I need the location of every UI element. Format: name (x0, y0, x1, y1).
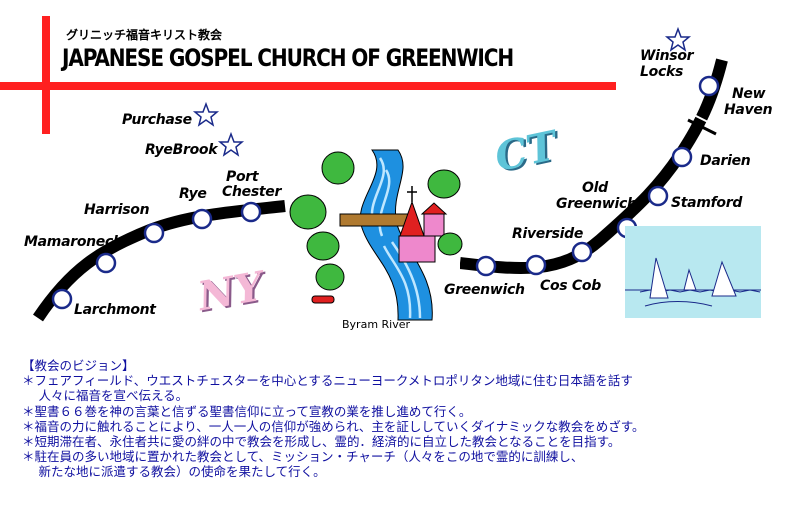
sail-icon (711, 260, 737, 297)
label-purchase: Purchase (122, 112, 192, 128)
star-purchase-icon (192, 101, 220, 127)
station-harrison (143, 222, 165, 244)
station-darien (671, 146, 693, 168)
vision-item: ＊フェアフィールド、ウエストチェスターを中心とするニューヨークメトロポリタン地域… (22, 373, 633, 389)
vision-item: 新たな地に派遣する教会）の使命を果たして行く。 (22, 464, 326, 480)
label-cos-cob: Cos Cob (540, 278, 601, 294)
sail-icon (683, 268, 697, 291)
cross-horizontal (0, 82, 616, 90)
tree-icon (289, 194, 327, 230)
label-riverside: Riverside (512, 226, 584, 242)
tree-icon (321, 151, 355, 185)
label-mamaroneck: Mamaroneck (24, 234, 123, 250)
station-mamaroneck (95, 252, 117, 274)
japanese-title: グリニッチ福音キリスト教会 (66, 28, 223, 42)
vision-heading: 【教会のビジョン】 (22, 358, 135, 373)
bridge-icon (339, 213, 411, 227)
star-ryebrook-icon (217, 131, 245, 157)
tree-icon (315, 263, 345, 291)
vision-item: ＊福音の力に触れることにより、一人一人の信仰が強められ、主を証ししていくダイナミ… (22, 418, 645, 434)
vision-item: 人々に福音を宣べ伝える。 (22, 388, 189, 404)
station-new-haven (698, 75, 720, 97)
church-icon (398, 235, 436, 263)
label-harrison: Harrison (84, 202, 150, 218)
label-darien: Darien (700, 153, 751, 169)
rail-break-1 (687, 118, 717, 136)
station-rye (191, 208, 213, 230)
station-riverside (571, 241, 593, 263)
station-greenwich (475, 255, 497, 277)
english-title: JAPANESE GOSPEL CHURCH OF GREENWICH (62, 44, 514, 72)
label-larchmont: Larchmont (74, 302, 156, 318)
vision-item: ＊聖書６６巻を神の言葉と信ずる聖書信仰に立って宣教の業を推し進めて行く。 (22, 403, 472, 419)
church-illustration (289, 149, 463, 321)
label-rye: Rye (179, 186, 207, 202)
rail-break-gap (689, 112, 719, 128)
star-winsor-icon (664, 26, 692, 52)
label-greenwich: Greenwich (444, 282, 525, 298)
station-cos-cob (525, 254, 547, 276)
tree-icon (437, 232, 463, 256)
station-port-chester (240, 201, 262, 223)
label-ryebrook: RyeBrook (145, 142, 218, 158)
station-stamford (647, 185, 669, 207)
station-larchmont (51, 288, 73, 310)
cross-vertical (42, 16, 50, 134)
vision-section: 【教会のビジョン】 ＊フェアフィールド、ウエストチェスターを中心とするニューヨー… (22, 358, 782, 480)
vision-item: ＊駐在員の多い地域に置かれた教会として、ミッション・チャーチ（人々をこの地で霊的… (22, 449, 584, 465)
tree-icon (427, 169, 461, 199)
vision-item: ＊短期滞在者、永住者共に愛の絆の中で教会を形成し、霊的．経済的に自立した教会とな… (22, 434, 621, 450)
tree-icon (306, 231, 340, 261)
river-label: Byram River (342, 318, 411, 331)
label-stamford: Stamford (671, 195, 743, 211)
sail-icon (649, 257, 669, 299)
sailboat-picture (625, 226, 761, 318)
car-icon (311, 295, 335, 304)
